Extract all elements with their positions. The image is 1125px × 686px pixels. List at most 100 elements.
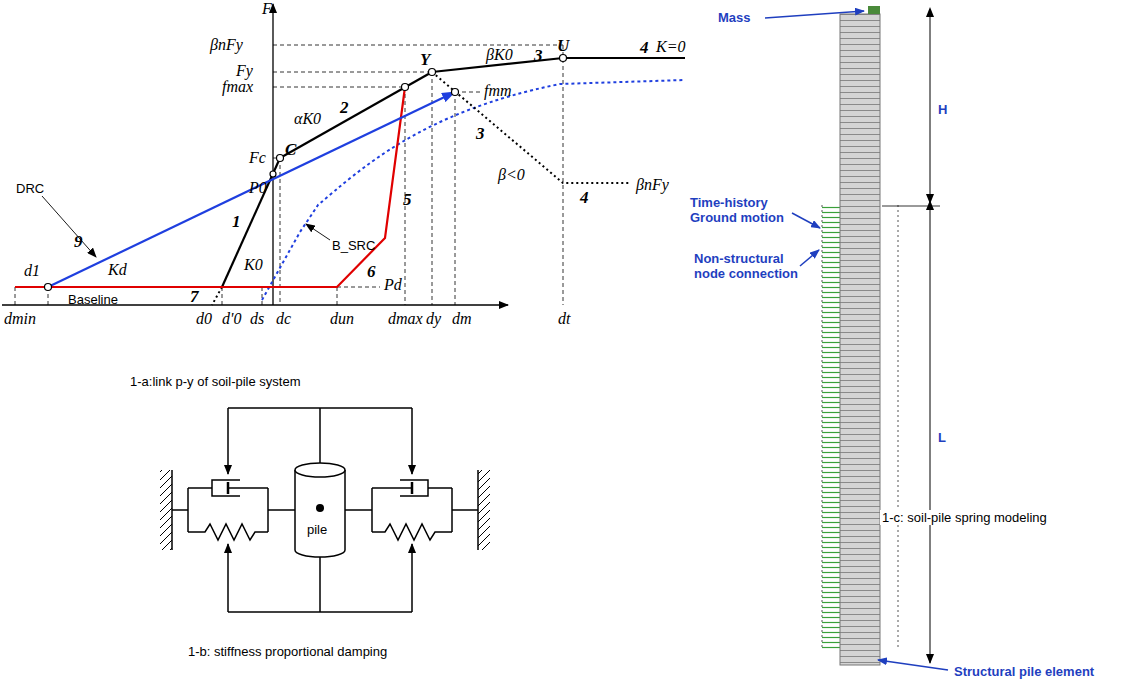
label-holder: d0: [196, 310, 212, 328]
label-holder: Time-history Ground motion: [690, 196, 800, 226]
math-label: F: [262, 0, 272, 18]
math-label: βnFy: [636, 176, 669, 194]
label-holder: dy: [426, 310, 441, 328]
math-label: fmax: [222, 78, 253, 96]
label-holder: βnFy: [636, 176, 669, 194]
model-label: Time-history Ground motion: [690, 196, 800, 226]
curve-label: B_SRC: [332, 238, 375, 253]
math-label: K0: [244, 256, 263, 274]
label-holder: K0: [244, 256, 263, 274]
label-holder: 2: [340, 98, 349, 118]
segment-number: Y: [420, 50, 430, 70]
label-holder: β<0: [498, 166, 525, 184]
label-holder: 7: [190, 287, 199, 307]
segment-number: U: [557, 36, 569, 56]
figure-caption: 1-b: stiffness proportional damping: [186, 644, 389, 659]
label-holder: 5: [403, 190, 412, 210]
segment-number: 5: [403, 190, 412, 210]
math-label: P0: [249, 179, 267, 197]
math-label: dmin: [4, 310, 36, 328]
label-holder: 3: [476, 124, 485, 144]
model-label: Mass: [718, 11, 751, 26]
label-holder: dm: [452, 310, 472, 328]
math-label: Fy: [236, 62, 253, 80]
label-holder: F: [262, 0, 272, 18]
math-label: Fc: [249, 149, 266, 167]
segment-number: 2: [340, 98, 349, 118]
label-holder: 9: [74, 232, 83, 252]
label-holder: Mass: [718, 8, 751, 26]
label-holder: 6: [367, 262, 376, 282]
math-label: βnFy: [210, 36, 243, 54]
label-holder: C: [285, 140, 296, 160]
figure-caption: 1-c: soil-pile spring modeling: [880, 510, 1049, 525]
label-holder: 1-a:link p-y of soil-pile system: [128, 372, 303, 390]
label-holder: H: [938, 100, 947, 118]
segment-number: 4: [640, 38, 649, 58]
label-holder: Pd: [384, 276, 402, 294]
label-holder: U: [557, 36, 569, 56]
math-label: βK0: [486, 46, 513, 64]
py-chart: [2, 4, 685, 305]
segment-number: 9: [74, 232, 83, 252]
label-holder: pile: [307, 520, 327, 538]
figure-caption: 1-a:link p-y of soil-pile system: [128, 374, 303, 389]
label-holder: Baseline: [68, 290, 118, 308]
label-holder: 4: [580, 188, 589, 208]
math-label: dc: [276, 310, 291, 328]
label-holder: Y: [420, 50, 430, 70]
pile-model: [765, 6, 948, 670]
segment-number: 1: [232, 212, 241, 232]
segment-number: 6: [367, 262, 376, 282]
label-holder: Structural pile element: [954, 662, 1094, 680]
label-holder: fmm: [484, 82, 512, 100]
math-label: β<0: [498, 166, 525, 184]
label-holder: dc: [276, 310, 291, 328]
segment-number: C: [285, 140, 296, 160]
math-label: d0: [196, 310, 212, 328]
label-holder: K=0: [656, 38, 685, 56]
model-label: Structural pile element: [954, 665, 1094, 680]
math-label: dy: [426, 310, 441, 328]
label-holder: d'0: [222, 310, 241, 328]
label-holder: dmin: [4, 310, 36, 328]
label-holder: 3: [534, 46, 543, 66]
math-label: K=0: [656, 38, 685, 56]
segment-number: 4: [580, 188, 589, 208]
label-holder: βK0: [486, 46, 513, 64]
math-label: Pd: [384, 276, 402, 294]
model-label: H: [938, 103, 947, 118]
segment-number: 7: [190, 287, 199, 307]
label-holder: 1-b: stiffness proportional damping: [186, 642, 389, 660]
math-label: dt: [558, 310, 570, 328]
label-holder: βnFy: [210, 36, 243, 54]
label-holder: dmax: [388, 310, 423, 328]
label-holder: 4: [640, 38, 649, 58]
label-holder: αK0: [294, 110, 321, 128]
label-holder: Fc: [249, 149, 266, 167]
math-label: fmm: [484, 82, 512, 100]
label-holder: d1: [24, 262, 40, 280]
curve-label: pile: [307, 522, 327, 537]
segment-number: 3: [476, 124, 485, 144]
math-label: dmax: [388, 310, 423, 328]
curve-label: Baseline: [68, 292, 118, 307]
math-label: d'0: [222, 310, 241, 328]
math-label: d1: [24, 262, 40, 280]
model-label: Non-structural node connection: [694, 252, 804, 282]
label-holder: L: [938, 428, 946, 446]
math-label: Kd: [108, 261, 127, 279]
damping-schematic: [160, 408, 490, 612]
label-holder: P0: [249, 179, 267, 197]
label-holder: DRC: [16, 179, 44, 197]
label-holder: Non-structural node connection: [694, 252, 804, 282]
label-holder: ds: [250, 310, 264, 328]
label-holder: dun: [330, 310, 354, 328]
label-holder: 1: [232, 212, 241, 232]
label-holder: 1-c: soil-pile spring modeling: [880, 508, 1049, 526]
model-label: L: [938, 431, 946, 446]
math-label: αK0: [294, 110, 321, 128]
math-label: dm: [452, 310, 472, 328]
math-label: dun: [330, 310, 354, 328]
